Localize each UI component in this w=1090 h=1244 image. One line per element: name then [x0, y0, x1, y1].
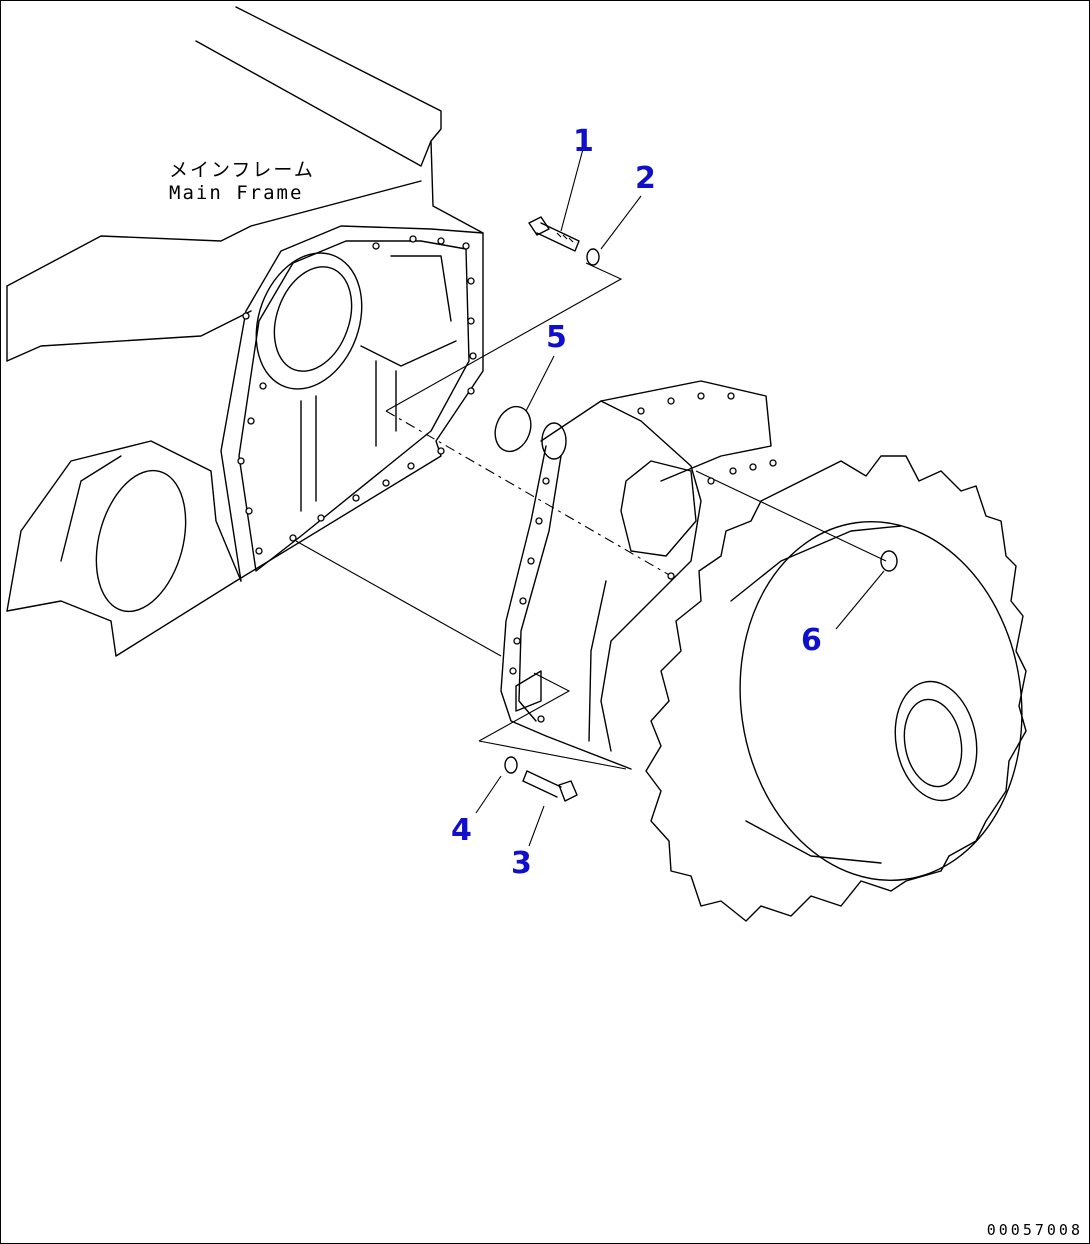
- part-6-plug: [880, 550, 898, 572]
- part-3-bolt: [522, 770, 578, 802]
- callout-4: 4: [451, 813, 472, 848]
- part-5-o-ring: [494, 405, 532, 453]
- callout-6: 6: [801, 623, 822, 658]
- main-frame-label: メインフレーム Main Frame: [169, 159, 315, 205]
- part-1-bolt: [528, 216, 580, 252]
- main-frame-label-en: Main Frame: [169, 181, 304, 204]
- part-4-washer: [504, 756, 518, 774]
- callout-1: 1: [573, 124, 594, 159]
- frame-bolt-holes: [237, 235, 477, 555]
- callout-2: 2: [635, 161, 656, 196]
- callout-5: 5: [546, 320, 567, 355]
- callout-3: 3: [511, 846, 532, 881]
- final-drive-assembly: [500, 380, 1027, 922]
- main-frame: [6, 6, 484, 657]
- main-frame-label-jp: メインフレーム: [169, 159, 315, 181]
- part-2-washer: [586, 248, 600, 266]
- figure-code: 00057008: [986, 1221, 1083, 1239]
- assembly-lines: [295, 148, 887, 847]
